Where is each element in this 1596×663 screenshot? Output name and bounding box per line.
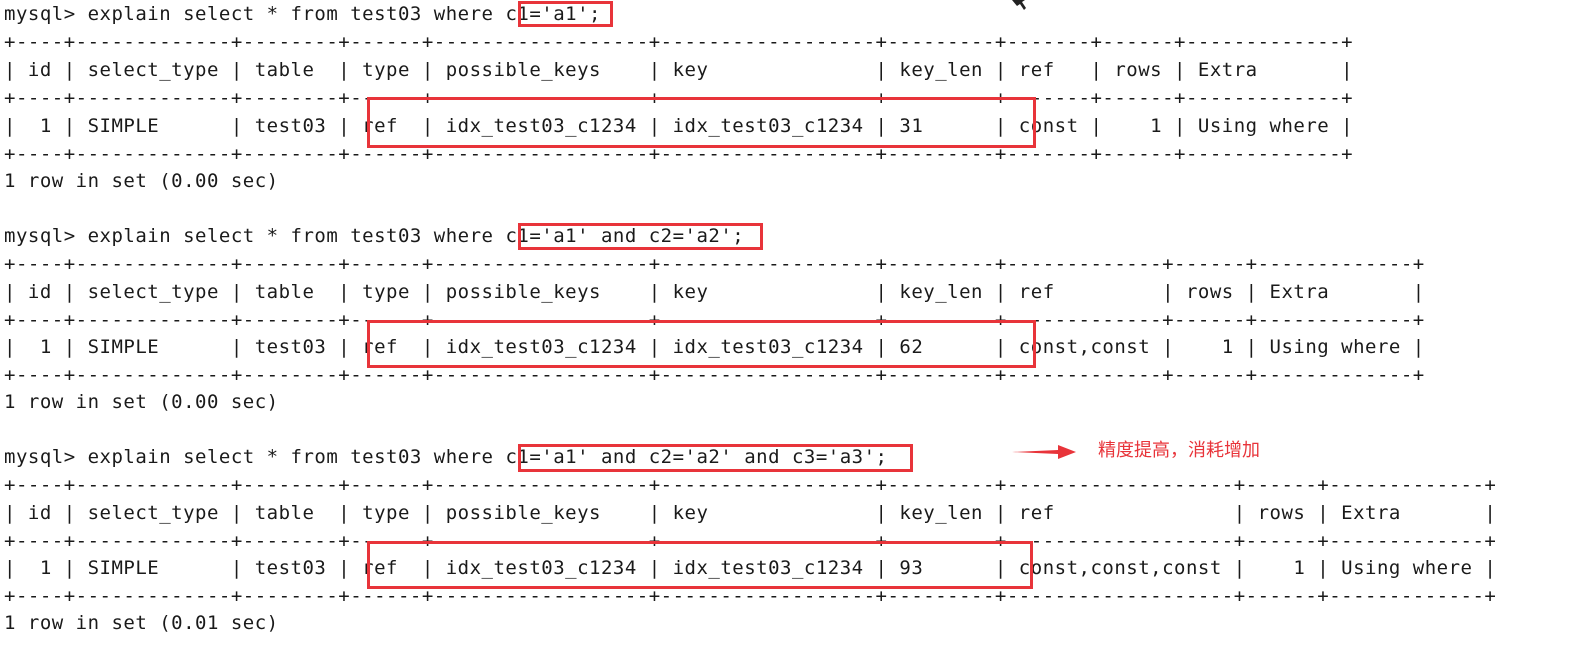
query-1-footer: 1 row in set (0.00 sec) [4, 170, 279, 192]
query-3-footer: 1 row in set (0.01 sec) [4, 612, 279, 634]
query-3-command: mysql> explain select * from test03 wher… [4, 443, 888, 471]
query-1-border-bottom: +----+-------------+--------+------+----… [4, 143, 1354, 165]
query-1-condition: c1='a1' [505, 3, 590, 25]
query-2-border-top: +----+-------------+--------+------+----… [4, 253, 1425, 275]
query-2-condition: c1='a1' and c2='a2' [505, 225, 733, 247]
query-2-border-bottom: +----+-------------+--------+------+----… [4, 364, 1425, 386]
query-3-header-row: | id | select_type | table | type | poss… [4, 502, 1497, 524]
query-1-border-top: +----+-------------+--------+------+----… [4, 31, 1354, 53]
query-2-footer: 1 row in set (0.00 sec) [4, 391, 279, 413]
query-3-result-highlight [367, 541, 1033, 589]
right-arrow-icon [1012, 445, 1076, 459]
query-1-result-highlight [367, 97, 1036, 148]
query-1-prompt: mysql> explain select * from test03 wher… [4, 3, 506, 25]
query-3-result-row: | 1 | SIMPLE | test03 | ref | idx_test03… [4, 557, 1497, 579]
annotation-note: 精度提高，消耗增加 [1098, 440, 1260, 461]
query-1-terminator: ; [589, 3, 601, 25]
query-3-prompt: mysql> explain select * from test03 wher… [4, 446, 506, 468]
query-1-command: mysql> explain select * from test03 wher… [4, 0, 601, 28]
query-3-border-bottom: +----+-------------+--------+------+----… [4, 585, 1497, 607]
query-3-terminator: ; [875, 446, 888, 468]
query-2-terminator: ; [732, 225, 745, 247]
query-3-condition: c1='a1' and c2='a2' and c3='a3' [505, 446, 876, 468]
query-2-result-highlight [367, 320, 1036, 368]
query-1-result-row: | 1 | SIMPLE | test03 | ref | idx_test03… [4, 115, 1354, 137]
query-2-command: mysql> explain select * from test03 wher… [4, 222, 744, 250]
query-3-condition-highlight [518, 444, 913, 472]
query-2-prompt: mysql> explain select * from test03 wher… [4, 225, 506, 247]
query-2-result-row: | 1 | SIMPLE | test03 | ref | idx_test03… [4, 336, 1425, 358]
query-1-condition-highlight [518, 1, 613, 27]
query-3-border-top: +----+-------------+--------+------+----… [4, 474, 1497, 496]
query-2-condition-highlight [518, 223, 763, 250]
query-2-header-row: | id | select_type | table | type | poss… [4, 281, 1425, 303]
mouse-cursor-icon [1012, 0, 1026, 10]
query-1-header-row: | id | select_type | table | type | poss… [4, 59, 1354, 81]
